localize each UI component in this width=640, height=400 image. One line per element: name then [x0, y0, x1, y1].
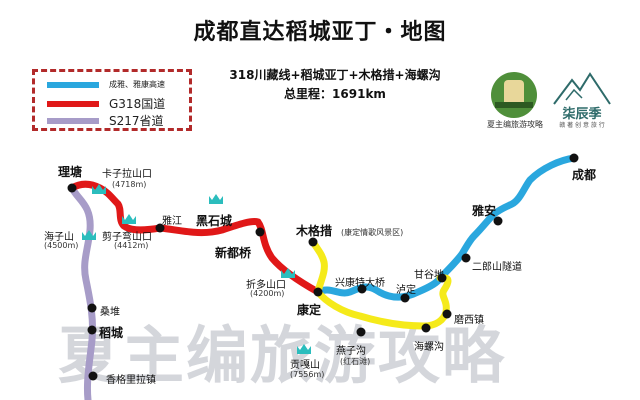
mountain-icon [122, 214, 136, 224]
legend-label: 成雅、雅康高速 [109, 80, 165, 89]
pass-elevation: (4718m) [112, 180, 147, 189]
mountain-icon [281, 268, 295, 278]
place-label-hailuogou: 海螺沟 [414, 342, 444, 353]
node-yanzigou [356, 327, 366, 337]
place-label-ganggudi: 甘谷地 [414, 270, 444, 281]
node-litang [67, 183, 77, 193]
logo-band [495, 102, 533, 108]
city-label-daocheng: 稻城 [99, 326, 124, 340]
total-distance: 总里程：1691km [284, 87, 386, 101]
route-subtitle: 318川藏线+稻城亚丁+木格措+海螺沟 [229, 68, 441, 82]
pass-name: 贡嘎山 [290, 360, 320, 371]
city-label-kangding: 康定 [297, 303, 322, 317]
place-label-erlangshan: 二郎山隧道 [472, 262, 522, 273]
legend-label: S217省道 [109, 114, 164, 128]
partner-logo-caption: 赣 著 创 意 旅 行 [559, 122, 605, 129]
legend: 成雅、雅康高速 G318国道 S217省道 [32, 69, 192, 131]
mountain-icon [297, 344, 311, 354]
legend-item-s217: S217省道 [47, 112, 164, 129]
place-note-yanzigou: (红石滩) [340, 357, 371, 366]
node-xingkang [357, 284, 367, 294]
pass-elevation: (7556m) [290, 370, 325, 379]
brand-logo-caption: 夏主编旅游攻略 [487, 120, 543, 129]
node-xinduqiao [255, 227, 265, 237]
legend-item-g318: G318国道 [47, 95, 165, 112]
city-label-chengdu: 成都 [572, 168, 597, 182]
mountain-logo-icon [553, 72, 611, 105]
route-nodes [67, 153, 579, 381]
s217-swatch [47, 117, 99, 124]
node-daocheng [87, 325, 97, 335]
mountain-icon [92, 184, 106, 194]
hailuogou-loop-route [314, 274, 452, 330]
pass-name: 卡子拉山口 [102, 169, 152, 180]
place-label-xingkang: 兴康特大桥 [335, 278, 385, 289]
place-label-yanzigou: 燕子沟 [336, 346, 366, 357]
mountain-icon [82, 230, 96, 240]
pass-elevation: (4200m) [250, 289, 285, 298]
highway-swatch [47, 81, 99, 88]
city-label-yaan: 雅安 [472, 204, 497, 218]
pass-elevation: (4412m) [114, 241, 149, 250]
legend-label: G318国道 [109, 97, 166, 111]
place-note-mugecuo: (康定情歌风景区) [341, 228, 404, 237]
node-yajiang [155, 223, 165, 233]
watermark: 夏主编旅游攻略 [58, 319, 507, 392]
node-luding [400, 293, 410, 303]
city-label-mugecuo: 木格措 [296, 224, 333, 238]
pass-name: 海子山 [44, 232, 74, 243]
node-yaan [493, 216, 503, 226]
place-label-luding: 泸定 [396, 285, 416, 296]
brand-logo-badge [491, 72, 537, 118]
node-sangdui [87, 303, 97, 313]
map-title: 成都直达稻城亚丁・地图 [193, 20, 447, 45]
logo-face-icon [504, 80, 524, 106]
place-label-yajiang: 雅江 [162, 216, 182, 227]
city-label-litang: 理塘 [58, 165, 83, 179]
city-label-heishicheng: 黑石城 [196, 214, 233, 228]
g318-swatch [47, 100, 99, 107]
node-moxi [442, 309, 452, 319]
place-label-sangdui: 桑堆 [100, 307, 120, 318]
place-label-moxi: 磨西镇 [454, 315, 484, 326]
mountain-icon [209, 194, 223, 204]
node-ganggudi [437, 273, 447, 283]
node-erlangshan [461, 253, 471, 263]
pass-name: 剪子弯山口 [102, 232, 152, 243]
node-mugecuo [308, 237, 318, 247]
node-hailuogou [421, 323, 431, 333]
pass-name: 折多山口 [246, 280, 286, 291]
highway-route [314, 154, 578, 301]
s217-route [68, 184, 96, 400]
node-xianggelila [88, 371, 98, 381]
node-kangding [313, 287, 323, 297]
pass-elevation: (4500m) [44, 241, 79, 250]
node-chengdu [569, 153, 579, 163]
city-label-xinduqiao: 新都桥 [215, 246, 252, 260]
partner-logo-name: 柒辰季 [562, 107, 602, 122]
place-label-xianggelila: 香格里拉镇 [106, 375, 156, 386]
legend-item-highway: 成雅、雅康高速 [47, 79, 165, 90]
mugecuo-route [309, 238, 328, 296]
